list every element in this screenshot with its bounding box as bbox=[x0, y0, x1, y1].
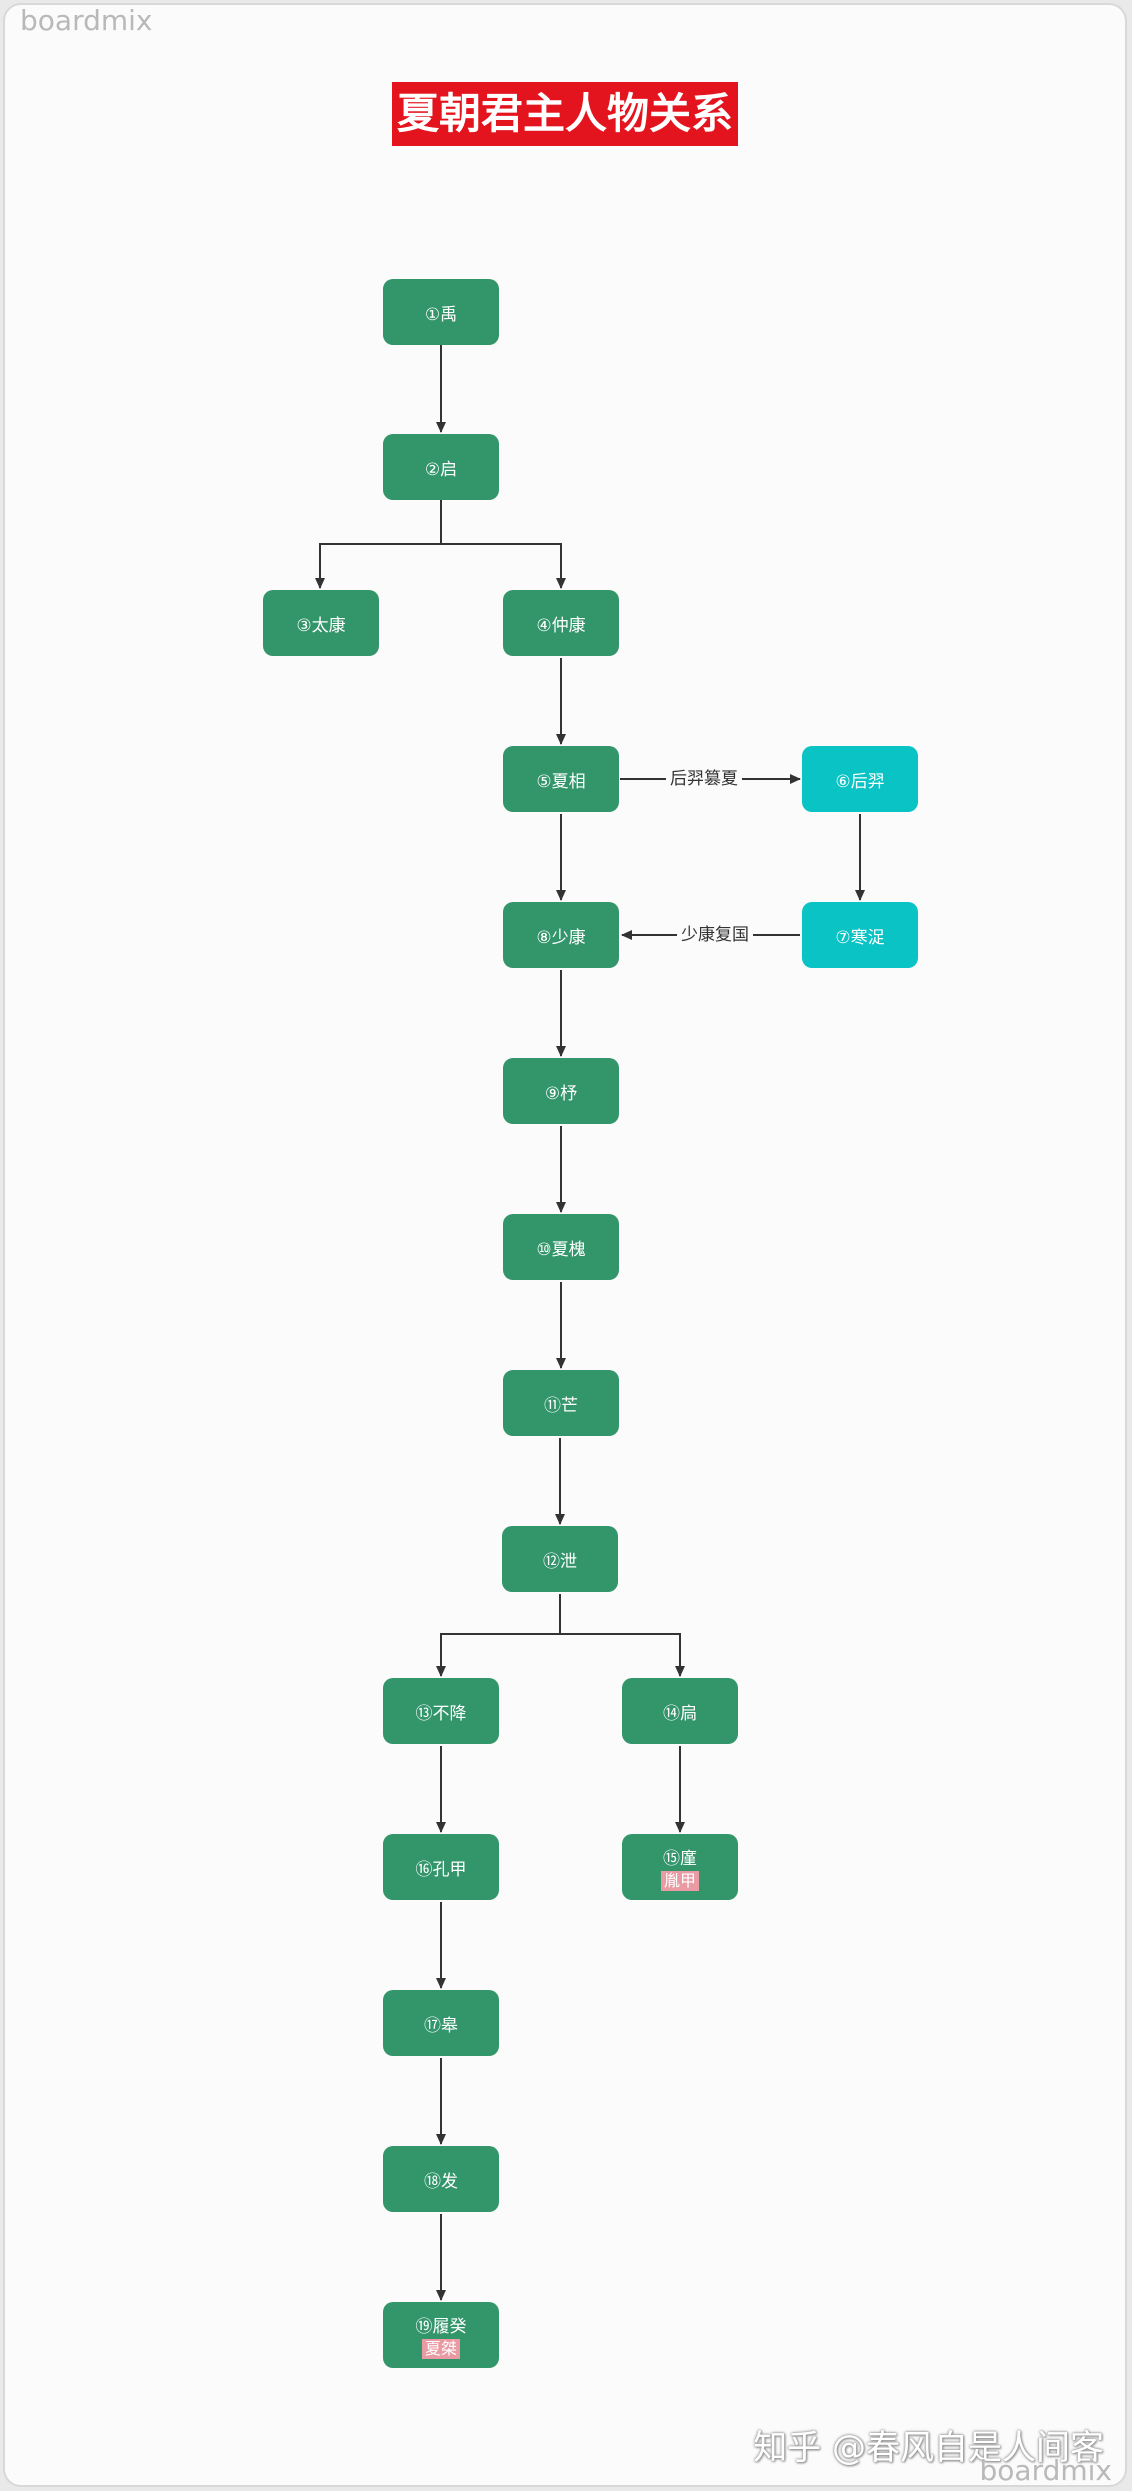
edge-label-restore: 少康复国 bbox=[677, 923, 753, 947]
edge-2-3 bbox=[315, 500, 442, 589]
node-houyi[interactable]: ⑥后羿 bbox=[802, 746, 918, 812]
node-qi[interactable]: ②启 bbox=[383, 434, 499, 500]
edge-12-14 bbox=[560, 1633, 685, 1677]
node-fa[interactable]: ⑱发 bbox=[383, 2146, 499, 2212]
node-xiahuai[interactable]: ⑩夏槐 bbox=[503, 1214, 619, 1280]
edge-12-13 bbox=[436, 1594, 561, 1677]
diagram-title: 夏朝君主人物关系 bbox=[392, 82, 738, 146]
node-bujiang[interactable]: ⑬不降 bbox=[383, 1678, 499, 1744]
node-kongjia[interactable]: ⑯孔甲 bbox=[383, 1834, 499, 1900]
node-shaokang[interactable]: ⑧少康 bbox=[503, 902, 619, 968]
author-credit: 知乎 @春风自是人间客 bbox=[753, 2428, 1104, 2468]
node-yu[interactable]: ①禹 bbox=[383, 279, 499, 345]
node-hanzhuo[interactable]: ⑦寒浞 bbox=[802, 902, 918, 968]
node-jin[interactable]: ⑮廑 胤甲 bbox=[622, 1834, 738, 1900]
node-xie[interactable]: ⑫泄 bbox=[502, 1526, 618, 1592]
alias-badge: 夏桀 bbox=[421, 2338, 460, 2359]
node-gao[interactable]: ⑰皋 bbox=[383, 1990, 499, 2056]
node-mang[interactable]: ⑪芒 bbox=[503, 1370, 619, 1436]
watermark-bottom: boardmix bbox=[979, 2454, 1112, 2487]
edge-label-usurp: 后羿篡夏 bbox=[666, 767, 742, 791]
alias-badge: 胤甲 bbox=[660, 1870, 699, 1891]
node-lvgui[interactable]: ⑲履癸 夏桀 bbox=[383, 2302, 499, 2368]
node-zhu[interactable]: ⑨杼 bbox=[503, 1058, 619, 1124]
node-zhongkang[interactable]: ④仲康 bbox=[503, 590, 619, 656]
node-xiaxiang[interactable]: ⑤夏相 bbox=[503, 746, 619, 812]
node-taikang[interactable]: ③太康 bbox=[263, 590, 379, 656]
node-jiong[interactable]: ⑭扃 bbox=[622, 1678, 738, 1744]
watermark-top: boardmix bbox=[20, 4, 153, 37]
edge-2-4 bbox=[441, 543, 566, 589]
